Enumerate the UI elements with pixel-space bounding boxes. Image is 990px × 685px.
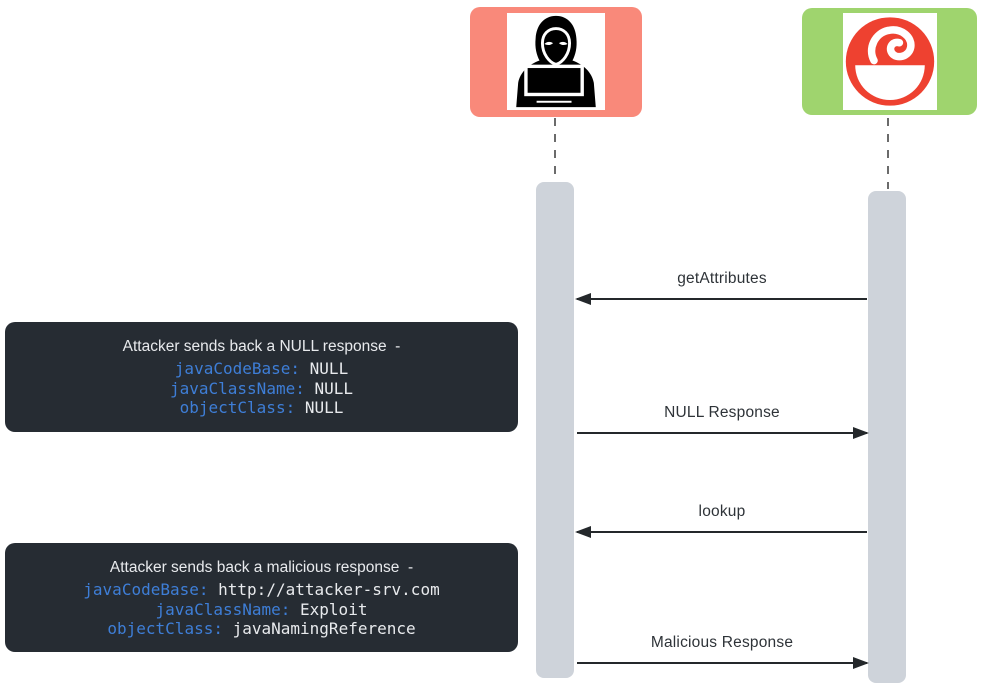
code-line: javaCodeBase: NULL (5, 359, 518, 379)
arrow-line (577, 531, 867, 533)
hacker-icon (507, 13, 605, 110)
arrow-line (577, 432, 867, 434)
note-title: Attacker sends back a malicious response… (109, 559, 414, 576)
code-value: http://attacker-srv.com (208, 580, 440, 599)
message-lookup: lookup (575, 503, 869, 538)
activation-bar-java-application (868, 191, 906, 683)
message-getattributes: getAttributes (575, 270, 869, 305)
lifeline-attacker (554, 118, 556, 181)
code-key: javaCodeBase: (174, 359, 301, 378)
note-title: Attacker sends back a NULL response - (122, 338, 401, 355)
message-label: lookup (698, 503, 746, 520)
arrowhead-left-icon (575, 526, 591, 538)
code-key: javaCodeBase: (83, 580, 209, 599)
message-label: Malicious Response (650, 634, 794, 651)
arrow-line (577, 662, 867, 664)
code-line: javaClassName: NULL (5, 379, 518, 399)
arrowhead-right-icon (853, 657, 869, 669)
actor-attacker-box (470, 7, 642, 117)
code-key: javaClassName: (169, 378, 305, 398)
message-label: NULL Response (664, 404, 780, 421)
java-bowl-icon (842, 13, 937, 110)
code-value: javaNamingReference (222, 619, 416, 638)
message-malicious-response: Malicious Response (575, 634, 869, 669)
arrowhead-right-icon (853, 427, 869, 439)
actor-java-application-box (802, 8, 977, 115)
code-value: NULL (300, 359, 349, 378)
message-label: getAttributes (677, 270, 767, 287)
arrowhead-left-icon (575, 293, 591, 305)
code-line: objectClass: NULL (5, 398, 518, 418)
code-value: Exploit (290, 599, 368, 619)
lifeline-java-application (887, 118, 889, 189)
note-malicious-response: Attacker sends back a malicious response… (5, 543, 518, 652)
code-key: objectClass: (107, 619, 223, 638)
code-line: objectClass: javaNamingReference (5, 619, 518, 639)
arrow-line (577, 298, 867, 300)
code-key: javaClassName: (155, 599, 291, 619)
code-value: NULL (304, 378, 354, 398)
code-line: javaClassName: Exploit (5, 600, 518, 620)
activation-bar-attacker (536, 182, 574, 678)
code-value: NULL (295, 398, 344, 417)
message-null-response: NULL Response (575, 404, 869, 439)
code-line: javaCodeBase: http://attacker-srv.com (5, 580, 518, 600)
note-null-response: Attacker sends back a NULL response - ja… (5, 322, 518, 432)
code-key: objectClass: (179, 398, 296, 417)
